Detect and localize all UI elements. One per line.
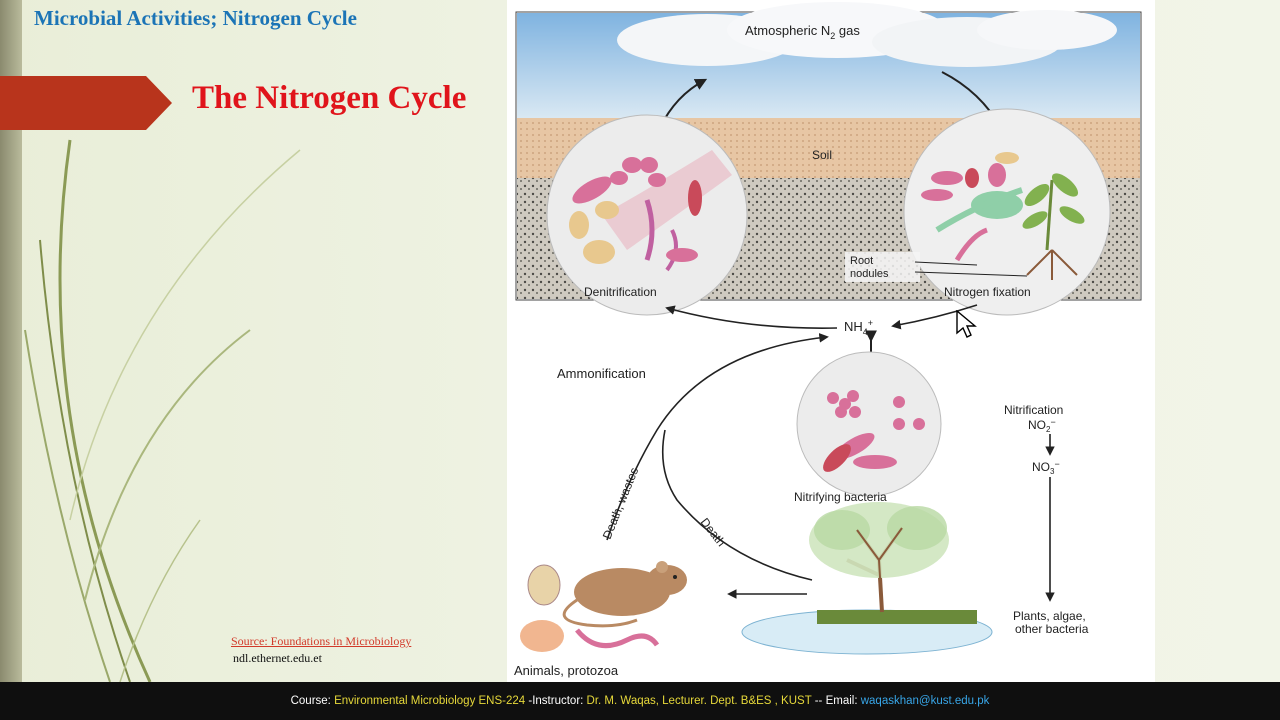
protozoa-icon: [520, 564, 660, 652]
nitrate-label: NO3−: [1032, 459, 1060, 476]
plants-label-line1: Plants, algae,: [1013, 609, 1086, 623]
tree-icon: [741, 502, 993, 655]
decorative-leaves: [24, 139, 301, 682]
death-label: Death: [698, 515, 729, 549]
root-label: Root: [850, 255, 873, 267]
email-prefix: -- Email:: [811, 695, 861, 707]
course-name: Environmental Microbiology ENS-224: [334, 695, 526, 707]
nitrifying-bacteria-label: Nitrifying bacteria: [794, 490, 887, 504]
denitrification-label: Denitrification: [584, 285, 657, 299]
death-arrow: [661, 429, 813, 581]
header-title: Microbial Activities; Nitrogen Cycle: [34, 6, 357, 30]
left-accent-bar: [0, 0, 22, 682]
nitrite-label: NO2−: [1028, 417, 1056, 434]
ammonification-label: Ammonification: [557, 366, 646, 381]
from-fixation-arrow: [891, 304, 978, 330]
denitrification-circle: [546, 114, 748, 316]
ammonification-arrow: [606, 333, 829, 541]
instructor-name: Dr. M. Waqas, Lecturer. Dept. B&ES , KUS…: [586, 695, 812, 707]
ammonium-label: NH4+: [844, 318, 873, 337]
slide-title: The Nitrogen Cycle: [192, 80, 467, 116]
mouse-icon: [562, 561, 687, 628]
title-arrow-shape: [0, 76, 172, 130]
instructor-prefix: -Instructor:: [525, 695, 587, 707]
death-wastes-label: Death, wastes: [600, 465, 641, 541]
slide: Microbial Activities; Nitrogen Cycle The…: [0, 0, 1280, 682]
course-prefix: Course:: [290, 695, 335, 707]
nitrogen-cycle-figure: Atmospheric N2 gas Soil: [507, 0, 1155, 682]
footer-bar: Course: Environmental Microbiology ENS-2…: [0, 682, 1280, 720]
plants-label-line2: other bacteria: [1015, 622, 1089, 636]
animals-label: Animals, protozoa: [514, 663, 619, 678]
soil-label: Soil: [812, 148, 832, 162]
atmosphere-label: Atmospheric N2 gas: [745, 23, 860, 41]
nitrogen-fixation-label: Nitrogen fixation: [944, 285, 1031, 299]
nodules-label: nodules: [850, 268, 889, 280]
email-link[interactable]: waqaskhan@kust.edu.pk: [860, 695, 990, 707]
cloud-icon: [617, 2, 1117, 67]
to-denitrification-arrow: [665, 305, 838, 329]
mouse-cursor-icon: [956, 310, 977, 338]
nitrification-label: Nitrification: [1004, 403, 1063, 417]
source-link[interactable]: Source: Foundations in Microbiology: [231, 634, 412, 648]
nitrifying-bacteria-circle: [796, 351, 942, 497]
source-site: ndl.ethernet.edu.et: [233, 651, 322, 665]
